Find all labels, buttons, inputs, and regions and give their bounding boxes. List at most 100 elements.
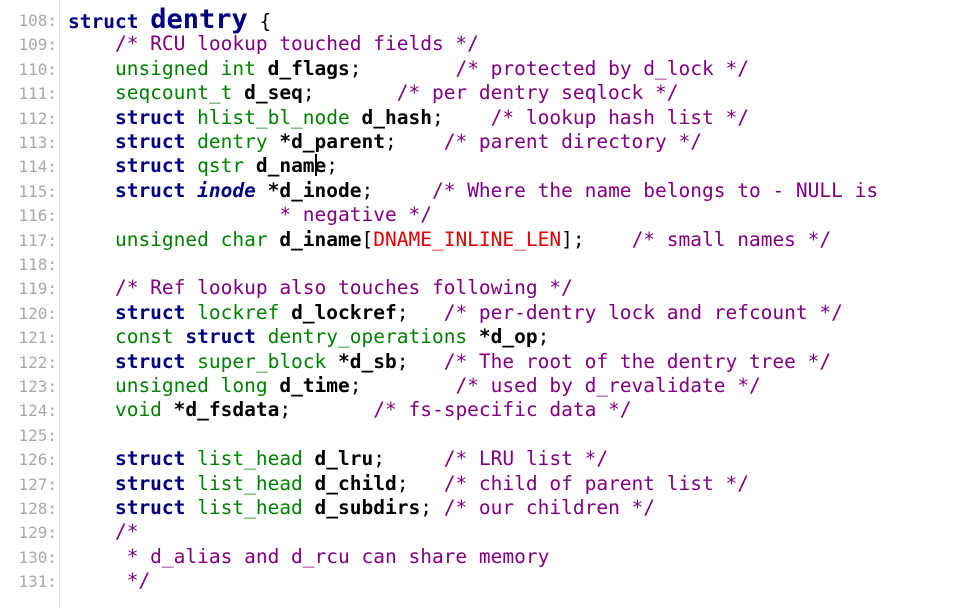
code-token: dentry_operations (267, 325, 479, 349)
line-number: 111: (18, 84, 57, 104)
code-token: DNAME_INLINE_LEN (373, 227, 562, 251)
code-line[interactable]: 131: */ (0, 569, 150, 593)
code-line[interactable]: 110: unsigned int d_flags; /* protected … (0, 57, 748, 81)
gutter-separator (59, 0, 60, 608)
code-token: d_iname (279, 227, 362, 251)
code-token: /* per-dentry lock and refcount */ (443, 300, 843, 324)
code-text: struct list_head d_lru; /* LRU list */ (68, 447, 608, 471)
code-token: struct (68, 154, 198, 178)
code-token: inode (197, 178, 268, 202)
code-token: struct (68, 496, 198, 519)
code-token: d_nam (255, 154, 315, 178)
code-token: hlist_bl_node (197, 105, 362, 129)
code-text: const struct dentry_operations *d_op; (68, 325, 549, 349)
code-token: /* RCU lookup touched fields */ (68, 32, 479, 56)
code-token: d_flags (267, 56, 350, 80)
code-line[interactable]: 114: struct qstr d_name; (0, 154, 338, 178)
code-token: struct (185, 325, 268, 349)
code-token: /* LRU list */ (443, 447, 609, 471)
code-token: lockref (197, 300, 292, 324)
code-text: unsigned char d_iname[DNAME_INLINE_LEN];… (68, 228, 831, 252)
code-text: struct inode *d_inode; /* Where the name… (68, 179, 878, 203)
code-token: d_time (279, 374, 350, 397)
code-token: struct (68, 10, 151, 33)
code-token: list_head (197, 496, 315, 519)
code-line[interactable]: 120: struct lockref d_lockref; /* per-de… (0, 301, 842, 325)
code-token: ; (349, 374, 456, 397)
line-number: 120: (18, 303, 57, 323)
code-token: /* used by d_revalidate */ (455, 374, 761, 397)
code-token: /* Ref lookup also touches following */ (68, 276, 573, 300)
line-number: 129: (18, 523, 57, 543)
line-number: 115: (18, 181, 57, 201)
code-token: d_seq (244, 81, 303, 105)
code-token: struct (68, 447, 198, 471)
line-number: 118: (18, 255, 57, 274)
line-number: 130: (18, 547, 57, 567)
code-token: dentry (150, 4, 248, 35)
code-token: void (68, 398, 174, 422)
code-token: struct (68, 471, 198, 495)
code-token: d_subdirs (314, 496, 421, 519)
code-token: d_lockref (291, 300, 397, 324)
code-line[interactable]: 129: /* (0, 520, 138, 544)
code-line[interactable]: 125: (0, 423, 63, 447)
line-number: 126: (18, 450, 57, 470)
code-token: *d_op (478, 325, 538, 349)
line-number: 121: (18, 328, 57, 348)
code-token: ; (385, 130, 444, 153)
code-line[interactable]: 126: struct list_head d_lru; /* LRU list… (0, 447, 608, 471)
line-number: 125: (18, 425, 57, 445)
code-line[interactable]: 124: void *d_fsdata; /* fs-specific data… (0, 398, 631, 422)
code-text: * d_alias and d_rcu can share memory (68, 545, 550, 569)
line-number: 127: (18, 474, 57, 494)
code-line[interactable]: 116: * negative */ (0, 203, 431, 227)
code-text: */ (68, 569, 151, 593)
code-token: seqcount_t (68, 81, 245, 105)
code-token: *d_inode (267, 178, 362, 202)
code-token: e (314, 154, 327, 178)
code-token: struct (68, 178, 198, 202)
code-line[interactable]: 118: (0, 252, 63, 276)
code-token: ; (279, 398, 374, 422)
code-line[interactable]: 108:struct dentry { (0, 6, 271, 33)
code-token: /* Where the name belongs to - NULL is (431, 178, 879, 202)
line-number: 117: (18, 230, 57, 250)
code-line[interactable]: 112: struct hlist_bl_node d_hash; /* loo… (0, 106, 748, 130)
code-line[interactable]: 130: * d_alias and d_rcu can share memor… (0, 545, 549, 569)
code-token: /* lookup hash list */ (490, 105, 749, 129)
code-line[interactable]: 113: struct dentry *d_parent; /* parent … (0, 130, 702, 154)
code-text: struct hlist_bl_node d_hash; /* lookup h… (68, 106, 749, 130)
code-line[interactable]: 127: struct list_head d_child; /* child … (0, 472, 748, 496)
code-token: list_head (197, 447, 315, 471)
code-token: /* small names */ (631, 227, 832, 251)
code-text: unsigned long d_time; /* used by d_reval… (68, 374, 761, 398)
code-token: /* The root of the dentry tree */ (443, 349, 832, 373)
code-line[interactable]: 115: struct inode *d_inode; /* Where the… (0, 179, 878, 203)
code-line[interactable]: 123: unsigned long d_time; /* used by d_… (0, 374, 760, 398)
line-number: 128: (18, 499, 57, 518)
code-line[interactable]: 109: /* RCU lookup touched fields */ (0, 32, 478, 56)
code-token: ; (537, 325, 550, 349)
code-line[interactable]: 111: seqcount_t d_seq; /* per dentry seq… (0, 81, 678, 105)
code-line[interactable]: 117: unsigned char d_iname[DNAME_INLINE_… (0, 228, 831, 252)
code-token: /* parent directory */ (443, 130, 702, 153)
code-line[interactable]: 119: /* Ref lookup also touches followin… (0, 276, 572, 300)
code-line[interactable]: 121: const struct dentry_operations *d_o… (0, 325, 549, 349)
code-text: /* Ref lookup also touches following */ (68, 276, 573, 300)
code-token: d_lru (314, 447, 374, 471)
line-number: 124: (18, 401, 57, 421)
code-line[interactable]: 122: struct super_block *d_sb; /* The ro… (0, 350, 831, 374)
code-token: { (247, 10, 272, 33)
code-line[interactable]: 128: struct list_head d_subdirs; /* our … (0, 496, 655, 520)
code-token: super_block (197, 349, 339, 373)
code-token: dentry (197, 130, 280, 153)
line-number: 123: (18, 377, 57, 396)
code-token: ; (326, 154, 339, 178)
code-text: /* (68, 520, 139, 544)
line-number: 114: (18, 157, 57, 177)
line-number: 122: (18, 352, 57, 372)
code-text: struct list_head d_subdirs; /* our child… (68, 496, 655, 520)
code-token: ]; (561, 227, 632, 251)
